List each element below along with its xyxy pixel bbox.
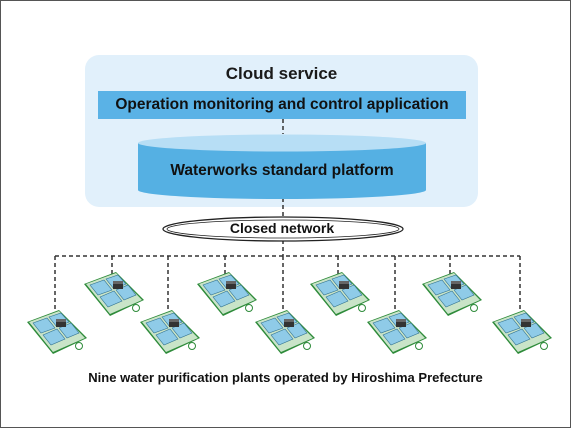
water-purification-plant-icon — [491, 309, 553, 355]
water-purification-plant-icon — [196, 271, 258, 317]
platform-cylinder-icon — [138, 134, 426, 199]
cloud-service-title: Cloud service — [225, 64, 338, 83]
plants-caption: Nine water purification plants operated … — [88, 370, 483, 385]
water-purification-plant-icon — [83, 271, 145, 317]
water-purification-plant-icon — [254, 309, 316, 355]
water-purification-plant-icon — [26, 309, 88, 355]
platform-label: Waterworks standard platform — [170, 162, 394, 179]
application-bar: Operation monitoring and control applica… — [98, 91, 466, 119]
water-purification-plant-icon — [139, 309, 201, 355]
water-purification-plant-icon — [366, 309, 428, 355]
water-purification-plant-icon — [421, 271, 483, 317]
water-purification-plant-icon — [309, 271, 371, 317]
closed-network-label: Closed network — [229, 220, 335, 236]
